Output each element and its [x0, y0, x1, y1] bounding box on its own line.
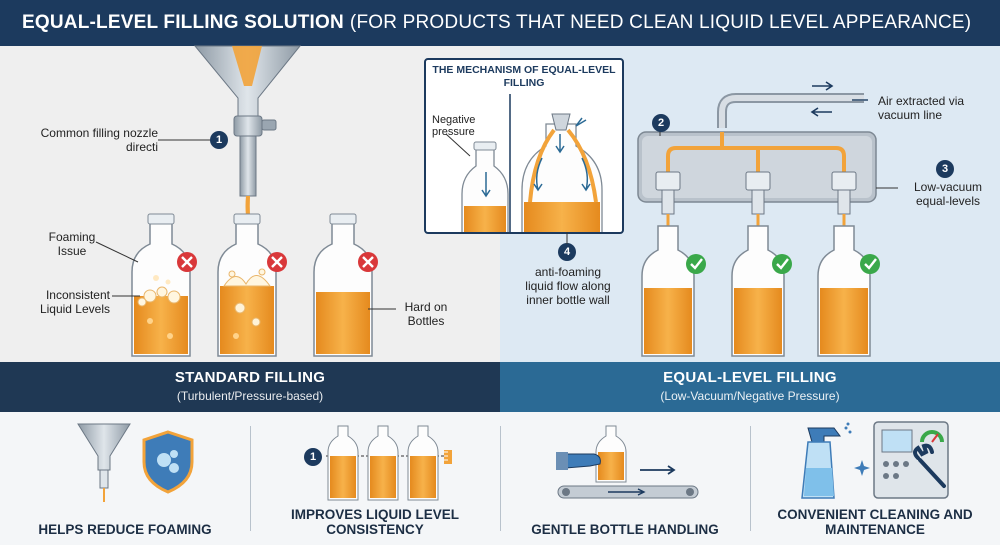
error-icon — [267, 252, 287, 272]
feature-cleaning: CONVENIENT CLEANING AND MAINTENANCE — [750, 412, 1000, 545]
check-icon — [860, 254, 880, 274]
bottle-equal-3 — [817, 225, 871, 357]
bottle-turbulent — [217, 213, 277, 357]
standard-filling-illustration — [95, 45, 396, 357]
feature-level-consistency-label: IMPROVES LIQUID LEVEL CONSISTENCY — [290, 507, 460, 537]
mechanism-illustration — [445, 94, 603, 232]
nozzle-icon — [745, 171, 771, 215]
bottle-equal-1 — [641, 225, 695, 357]
step-badge-4: 4 — [558, 243, 576, 261]
error-icon — [177, 252, 197, 272]
page-subtitle: (FOR PRODUCTS THAT NEED CLEAN LIQUID LEV… — [349, 12, 972, 33]
standard-filling-banner: STANDARD FILLING (Turbulent/Pressure-bas… — [0, 362, 500, 412]
feature-cleaning-label: CONVENIENT CLEANING AND MAINTENANCE — [777, 507, 973, 537]
foaming-label: Foaming Issue — [48, 230, 96, 258]
equal-level-banner: EQUAL-LEVEL FILLING (Low-Vacuum/Negative… — [500, 362, 1000, 412]
negative-pressure-label: Negative pressure — [432, 114, 476, 138]
shield-icon — [142, 430, 194, 494]
anti-foaming-label: anti-foaming liquid flow along inner bot… — [525, 265, 611, 307]
bottle-foaming — [131, 213, 191, 357]
step-badge-3: 3 — [936, 160, 954, 178]
feature-level-consistency: 1 IMPROVES LIQUID LEVEL CONSISTENCY — [250, 412, 500, 545]
sparkle-icon — [854, 460, 870, 476]
step-badge-2: 2 — [652, 114, 670, 132]
bottle-equal-2 — [731, 225, 785, 357]
levels-label: Inconsistent Liquid Levels — [39, 288, 110, 316]
check-icon — [686, 254, 706, 274]
control-panel-icon — [873, 421, 949, 499]
feature-reduce-foaming: HELPS REDUCE FOAMING — [0, 412, 250, 545]
equal-level-subtitle: (Low-Vacuum/Negative Pressure) — [660, 389, 840, 403]
nozzle-icon — [655, 171, 681, 215]
nozzle-label: Common filling nozzle directi — [40, 126, 158, 154]
bottle-stressed — [313, 213, 373, 357]
feature-gentle-handling: GENTLE BOTTLE HANDLING — [500, 412, 750, 545]
air-extracted-label: Air extracted via vacuum line — [878, 94, 965, 122]
equal-level-title: EQUAL-LEVEL FILLING — [663, 369, 837, 386]
divider — [750, 426, 751, 531]
conveyor-hand-icon — [556, 425, 699, 499]
step-badge-1: 1 — [210, 131, 228, 149]
mechanism-inset: THE MECHANISM OF EQUAL-LEVEL FILLING Neg… — [424, 58, 624, 234]
feature-reduce-foaming-label: HELPS REDUCE FOAMING — [38, 522, 212, 537]
divider — [250, 426, 251, 531]
divider — [500, 426, 501, 531]
spray-bottle-icon — [801, 422, 852, 499]
error-icon — [358, 252, 378, 272]
check-icon — [772, 254, 792, 274]
standard-filling-subtitle: (Turbulent/Pressure-based) — [176, 389, 324, 403]
valve-icon — [233, 115, 263, 137]
bottles-icon — [326, 425, 452, 501]
header-bar: EQUAL-LEVEL FILLING SOLUTION (FOR PRODUC… — [0, 0, 1000, 46]
equal-level-illustration — [637, 81, 898, 357]
features-strip: HELPS REDUCE FOAMING 1 IMPROVES LIQUID L… — [0, 412, 1000, 545]
hard-on-bottles-label: Hard on Bottles — [404, 300, 448, 328]
funnel-icon — [77, 423, 131, 502]
mechanism-title: THE MECHANISM OF EQUAL-LEVEL FILLING — [432, 64, 616, 89]
feature-gentle-handling-label: GENTLE BOTTLE HANDLING — [531, 522, 719, 537]
flow-leader-line — [566, 232, 568, 244]
standard-filling-title: STANDARD FILLING — [174, 369, 326, 386]
page-title: EQUAL-LEVEL FILLING SOLUTION — [22, 12, 344, 33]
step-badge-1: 1 — [304, 448, 322, 466]
low-vacuum-label: Low-vacuum equal-levels — [913, 180, 983, 208]
